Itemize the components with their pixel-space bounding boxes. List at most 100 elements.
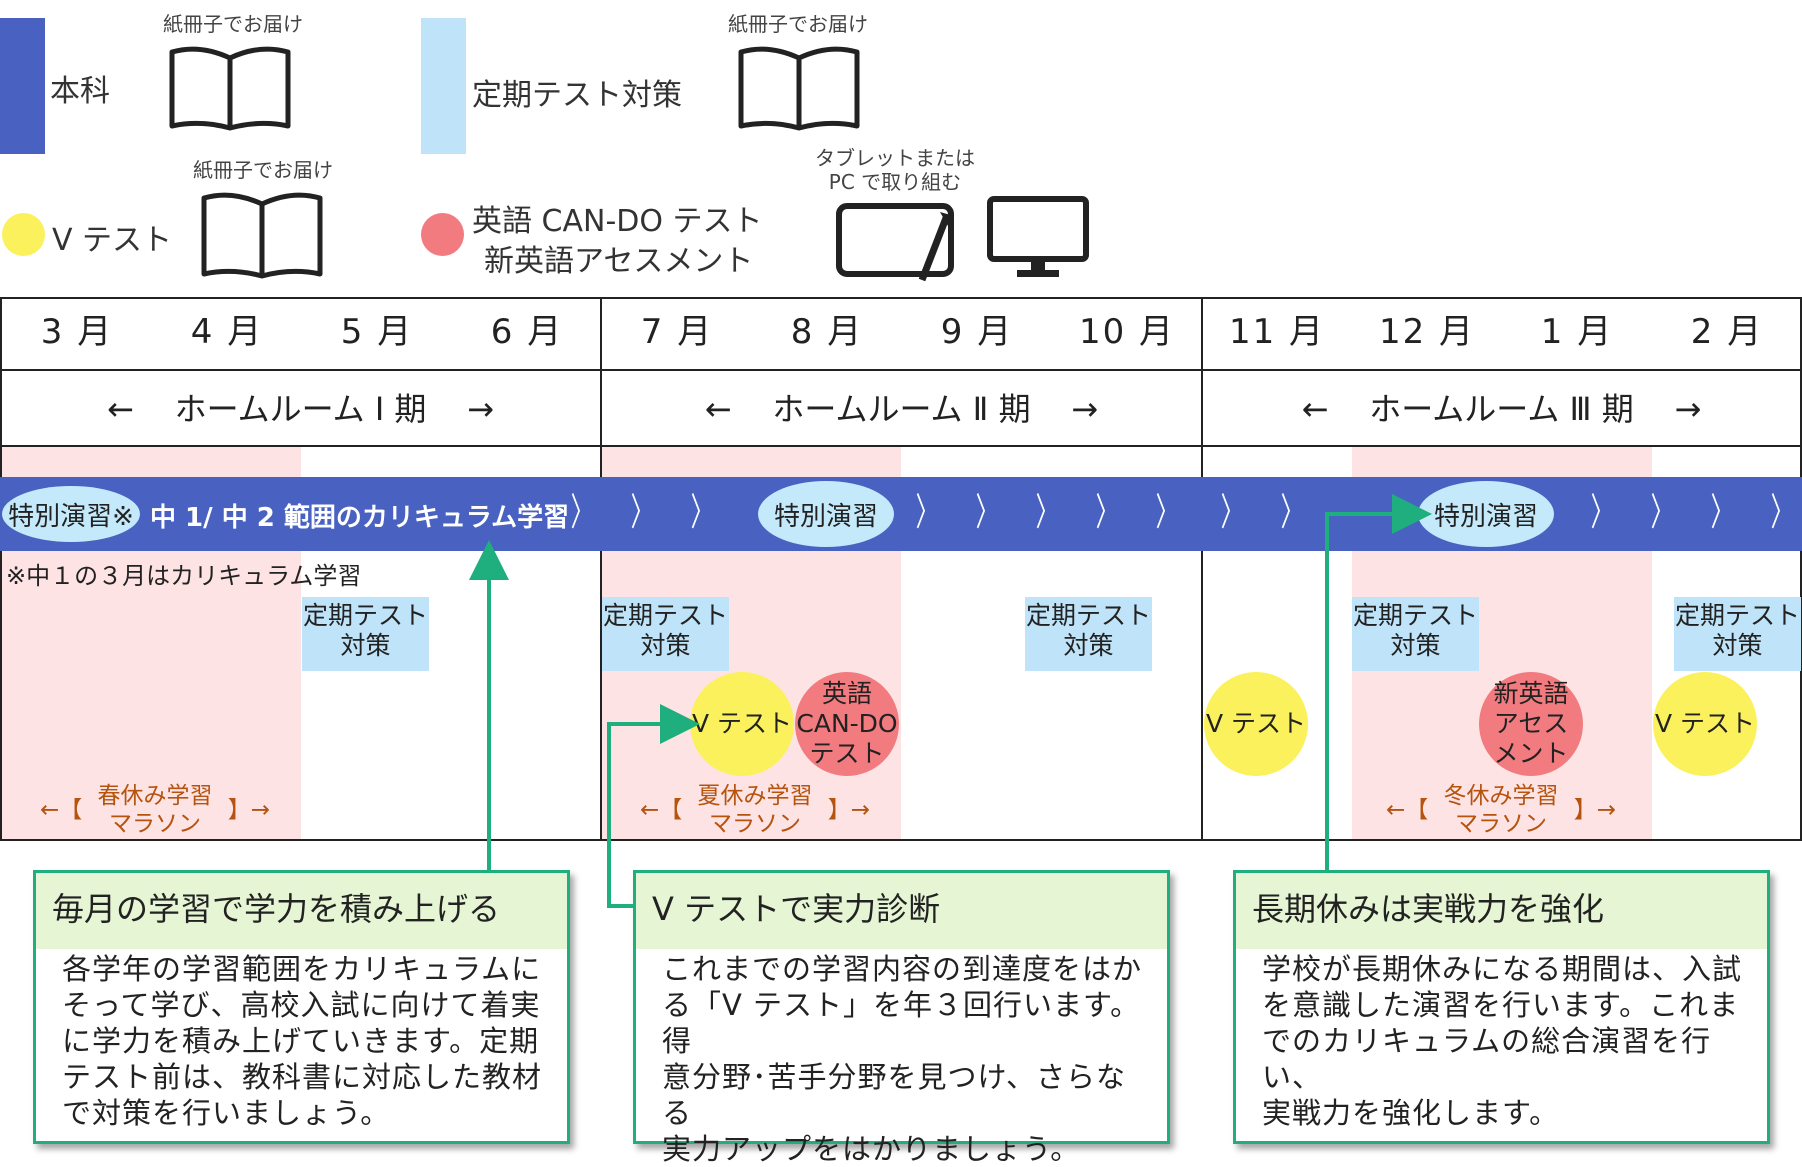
teiki-test-box: 定期テスト 対策 <box>302 597 429 671</box>
vtest-circle: V テスト <box>1653 672 1757 776</box>
info-line: 各学年の学習範囲をカリキュラムに <box>62 952 542 986</box>
box-line: 対策 <box>1390 631 1441 660</box>
chevron-right-icon: 〉 <box>1280 490 1304 534</box>
chevron-right-icon: 〉 <box>1710 490 1734 534</box>
info-box-title: 毎月の学習で学力を積み上げる <box>36 873 567 949</box>
book-icon <box>738 46 860 131</box>
marathon-line: 冬休み学習 <box>1443 783 1559 809</box>
divider <box>0 445 1802 447</box>
legend-english-note-2: PC で取り組む <box>828 170 962 194</box>
chevron-right-icon: 〉 <box>570 490 594 534</box>
month-label: 4 月 <box>190 312 264 352</box>
legend-english-label-1: 英語 CAN-DO テスト <box>472 204 763 239</box>
english-cando-circle: 英語 CAN-DO テスト <box>795 672 899 776</box>
info-line: 実力アップをはかりましょう。 <box>662 1132 1081 1166</box>
arrow-left: ← <box>1301 390 1329 428</box>
period-1: ← ホームルーム Ⅰ 期 → <box>0 384 601 430</box>
arrow-to-vtest <box>607 704 700 908</box>
chevron-right-icon: 〉 <box>1590 490 1614 534</box>
info-box-title: V テストで実力診断 <box>636 873 1167 949</box>
footnote: ※中１の３月はカリキュラム学習 <box>6 562 362 590</box>
month-label: 7 月 <box>640 312 714 352</box>
month-label: 12 月 <box>1378 312 1476 352</box>
marathon-bracket-right: 】→ <box>827 797 870 823</box>
marathon-line: 夏休み学習 <box>697 783 813 809</box>
month-label: 6 月 <box>490 312 564 352</box>
chevron-right-icon: 〉 <box>1155 490 1179 534</box>
info-line: る「V テスト」を年３回行います。得 <box>662 988 1141 1058</box>
winter-marathon: ←【 冬休み学習 マラソン 】→ <box>1386 782 1616 838</box>
marathon-bracket-left: ←【 <box>1386 797 1429 823</box>
band-title: 中 1/ 中 2 範囲のカリキュラム学習 <box>150 503 570 533</box>
chevron-right-icon: 〉 <box>975 490 999 534</box>
chevron-right-icon: 〉 <box>630 490 654 534</box>
circle-line: CAN-DO <box>796 709 898 738</box>
month-label: 3 月 <box>40 312 114 352</box>
marathon-line: マラソン <box>709 811 801 837</box>
special-practice-pill: 特別演習 <box>758 481 894 547</box>
circle-line: アセス <box>1493 709 1569 738</box>
chevron-right-icon: 〉 <box>1035 490 1059 534</box>
circle-line: テスト <box>809 739 885 768</box>
box-line: 定期テスト <box>302 601 428 630</box>
info-line: これまでの学習内容の到達度をはか <box>662 952 1143 986</box>
info-box-monthly: 毎月の学習で学力を積み上げる 各学年の学習範囲をカリキュラムに そって学び、高校… <box>33 870 570 1144</box>
chevron-right-icon: 〉 <box>1220 490 1244 534</box>
marathon-bracket-right: 】→ <box>227 797 270 823</box>
month-label: 5 月 <box>340 312 414 352</box>
arrow-right: → <box>1674 390 1702 428</box>
box-line: 対策 <box>340 631 391 660</box>
box-line: 定期テスト <box>1025 601 1151 630</box>
arrow-right: → <box>1071 390 1099 428</box>
legend-english-label-2: 新英語アセスメント <box>484 244 754 279</box>
summer-marathon: ←【 夏休み学習 マラソン 】→ <box>640 782 870 838</box>
box-line: 定期テスト <box>602 601 728 630</box>
info-box-body: 学校が長期休みになる期間は、入試 を意識した演習を行います。これま でのカリキュ… <box>1262 951 1751 1131</box>
info-line: テスト前は、教科書に対応した教材 <box>62 1060 543 1094</box>
marathon-bracket-left: ←【 <box>40 797 83 823</box>
box-line: 定期テスト <box>1674 601 1800 630</box>
legend-teiki-label: 定期テスト対策 <box>472 78 682 113</box>
teiki-test-box: 定期テスト 対策 <box>602 597 729 671</box>
arrow-left: ← <box>704 390 732 428</box>
period-label: ホームルーム Ⅲ 期 <box>1369 390 1634 428</box>
special-practice-pill: 特別演習 <box>1418 481 1554 547</box>
legend-honka-swatch <box>0 18 45 154</box>
info-line: 実戦力を強化します。 <box>1262 1096 1560 1130</box>
teiki-test-box: 定期テスト 対策 <box>1352 597 1479 671</box>
spring-marathon: ←【 春休み学習 マラソン 】→ <box>40 782 270 838</box>
month-label: 2 月 <box>1690 312 1764 352</box>
info-line: 学校が長期休みになる期間は、入試 <box>1262 952 1743 986</box>
monitor-icon <box>987 196 1089 277</box>
legend-english-note-1: タブレットまたは <box>815 146 975 170</box>
divider <box>1201 297 1203 841</box>
info-box-holiday: 長期休みは実戦力を強化 学校が長期休みになる期間は、入試 を意識した演習を行いま… <box>1233 870 1770 1144</box>
info-line: に学力を積み上げていきます。定期 <box>62 1024 540 1058</box>
marathon-bracket-right: 】→ <box>1573 797 1616 823</box>
teiki-test-box: 定期テスト 対策 <box>1674 597 1801 671</box>
marathon-bracket-left: ←【 <box>640 797 683 823</box>
month-label: 11 月 <box>1228 312 1326 352</box>
chevron-right-icon: 〉 <box>690 490 714 534</box>
book-icon <box>201 192 323 279</box>
box-line: 対策 <box>640 631 691 660</box>
special-practice-pill: 特別演習※ <box>2 486 140 542</box>
teiki-test-box: 定期テスト 対策 <box>1025 597 1152 671</box>
marathon-line: 春休み学習 <box>97 783 213 809</box>
circle-line: 新英語 <box>1493 679 1569 708</box>
english-assessment-circle: 新英語 アセス メント <box>1479 672 1583 776</box>
month-label: 10 月 <box>1078 312 1176 352</box>
legend-english-dot <box>421 213 464 256</box>
circle-line: メント <box>1493 739 1569 768</box>
period-2: ← ホームルーム Ⅱ 期 → <box>601 384 1202 430</box>
legend-teiki-swatch <box>421 18 466 154</box>
info-box-body: 各学年の学習範囲をカリキュラムに そって学び、高校入試に向けて着実 に学力を積み… <box>62 951 551 1131</box>
info-line: 意分野･苦手分野を見つけ、さらなる <box>662 1060 1127 1130</box>
info-line: そって学び、高校入試に向けて着実 <box>62 988 541 1022</box>
month-label: 1 月 <box>1540 312 1614 352</box>
period-3: ← ホームルーム Ⅲ 期 → <box>1201 384 1802 430</box>
legend-vtest-dot <box>2 213 45 256</box>
marathon-line: マラソン <box>1455 811 1547 837</box>
info-line: で対策を行いましょう。 <box>62 1096 391 1130</box>
